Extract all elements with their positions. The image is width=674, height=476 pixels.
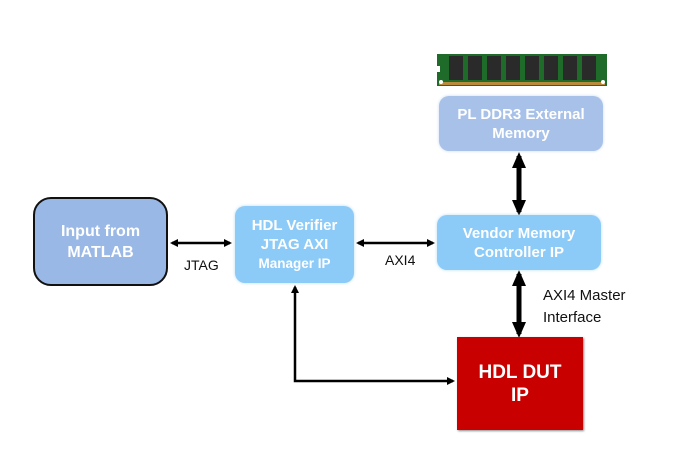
node-label: Manager IP [258,256,331,271]
node-label: HDL Verifier [251,217,338,234]
edge-dut-feedback [291,285,455,385]
node-label: JTAG AXI [260,236,329,253]
edge-label-axi4: AXI4 [385,252,416,268]
node-ddr3-external-memory: PL DDR3 External Memory [439,96,603,151]
node-vendor-memory-controller: Vendor Memory Controller IP [437,215,601,270]
node-label: Input from [60,222,141,240]
node-label: HDL DUT [478,361,562,383]
node-label: Memory [492,124,550,142]
edge-label-axi4-master: AXI4 Master Interface [543,285,626,329]
node-hdl-dut-ip: HDL DUT IP [457,337,583,430]
ram-stick-icon [437,54,607,86]
edge-label-jtag: JTAG [184,257,219,273]
node-jtag-axi-manager: HDL Verifier JTAG AXI Manager IP [235,206,354,283]
node-input-from-matlab: Input from MATLAB [33,197,168,286]
node-label: Vendor Memory [462,224,576,242]
edge-label-line: AXI4 Master [543,287,626,304]
edge-label-line: Interface [543,309,602,326]
node-label: PL DDR3 External [457,105,585,123]
node-label: IP [511,384,529,406]
node-label: Controller IP [473,243,564,261]
node-label: MATLAB [67,243,134,261]
